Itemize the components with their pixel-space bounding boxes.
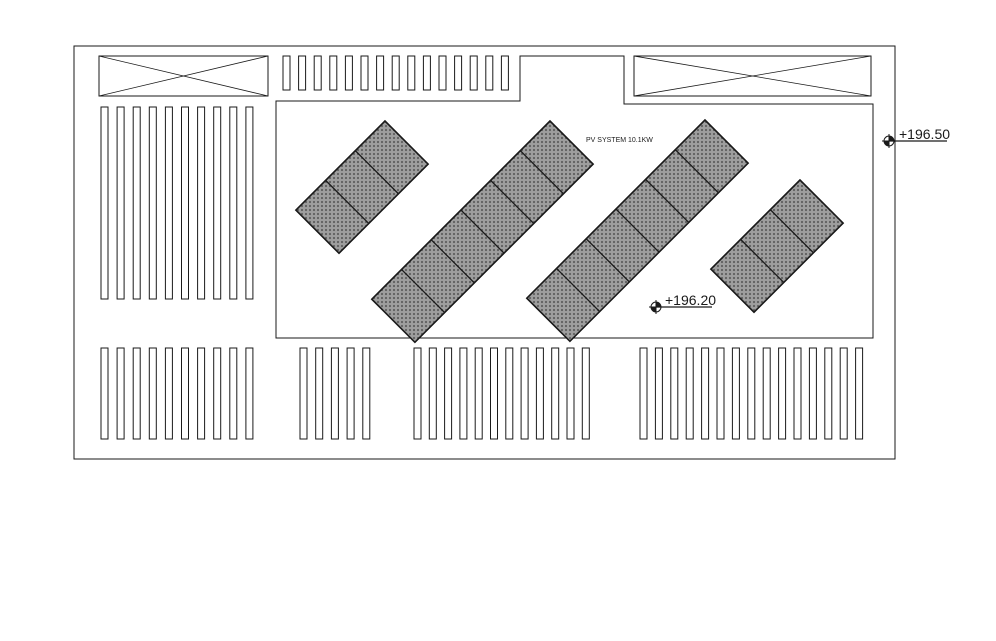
louver-slat: [148, 106, 157, 300]
louver-slat: [444, 347, 453, 440]
louver-slat: [213, 347, 222, 440]
louver-slat: [500, 55, 509, 91]
louver-slat: [474, 347, 483, 440]
pv-array-frame: [370, 119, 595, 344]
louver-slat: [413, 347, 422, 440]
louver-slat: [344, 55, 353, 91]
louver-slat: [132, 106, 141, 300]
louver-slat: [100, 347, 109, 440]
louver-slat: [520, 347, 529, 440]
elevation-roof-suffix: 20: [700, 292, 716, 308]
pv-array: [525, 118, 750, 343]
louver-slat: [299, 347, 308, 440]
louver-slat: [685, 347, 694, 440]
elevation-outer-suffix: 50: [934, 126, 950, 142]
louver-slat: [566, 347, 575, 440]
louver-slat: [469, 55, 478, 91]
louver-group-bottom-4: [639, 347, 864, 440]
louver-slat: [181, 347, 189, 440]
pv-array: [294, 119, 430, 255]
louver-slat: [245, 347, 254, 440]
louver-slat: [407, 55, 416, 91]
louver-slat: [181, 106, 189, 300]
louver-slat: [376, 55, 385, 91]
pv-array: [709, 178, 845, 314]
louver-group-bottom-2: [299, 347, 371, 440]
elevation-marker-outer: +196.50: [882, 126, 950, 148]
louver-slat: [148, 347, 157, 440]
louver-slat: [716, 347, 725, 440]
louver-slat: [731, 347, 740, 440]
louver-slat: [535, 347, 544, 440]
louver-group-bottom-3: [413, 347, 590, 440]
louver-slat: [762, 347, 771, 440]
louver-group-bottom-1: [100, 347, 254, 440]
louver-slat: [329, 55, 338, 91]
louver-group-top: [282, 55, 509, 91]
louver-slat: [313, 55, 322, 91]
louver-slat: [315, 347, 324, 440]
louver-slat: [485, 55, 494, 91]
louver-slat: [197, 347, 206, 440]
louver-slat: [197, 106, 206, 300]
crossed-box-icon: [98, 55, 269, 97]
louver-slat: [346, 347, 355, 440]
crossed-box-icon: [633, 55, 872, 97]
elevation-outer-prefix: +196.: [899, 126, 934, 142]
building-outline: [73, 45, 896, 460]
louver-slat: [330, 347, 339, 440]
elevation-roof-prefix: +196.: [665, 292, 700, 308]
louver-slat: [778, 347, 787, 440]
svg-text:+196.20: +196.20: [665, 292, 716, 308]
louver-slat: [793, 347, 802, 440]
svg-text:+196.50: +196.50: [899, 126, 950, 142]
louver-slat: [422, 55, 431, 91]
pv-array-frame: [294, 119, 430, 255]
louver-slat: [747, 347, 756, 440]
louver-slat: [701, 347, 710, 440]
louver-slat: [116, 106, 125, 300]
louver-slat: [855, 347, 864, 440]
louver-slat: [824, 347, 833, 440]
louver-slat: [428, 347, 437, 440]
louver-slat: [490, 347, 498, 440]
louver-slat: [551, 347, 560, 440]
louver-slat: [438, 55, 447, 91]
pv-system-label: PV SYSTEM 10.1KW: [586, 137, 653, 144]
louver-slat: [654, 347, 663, 440]
louver-slat: [459, 347, 468, 440]
louver-slat: [808, 347, 817, 440]
louver-slat: [505, 347, 514, 440]
pv-array-frame: [525, 118, 750, 343]
elevation-marker-roof: +196.20: [649, 292, 716, 314]
pv-arrays: [294, 118, 845, 344]
louver-slat: [360, 55, 369, 91]
louver-slat: [164, 347, 173, 440]
roof-area-outline: [275, 55, 874, 339]
pv-array-frame: [709, 178, 845, 314]
louver-slat: [116, 347, 125, 440]
louver-slat: [670, 347, 679, 440]
louver-slat: [639, 347, 648, 440]
louver-slat: [581, 347, 590, 440]
pv-array: [370, 119, 595, 344]
louver-slat: [839, 347, 848, 440]
louver-slat: [362, 347, 371, 440]
louver-slat: [245, 106, 254, 300]
louver-slat: [132, 347, 141, 440]
louver-slat: [282, 55, 291, 91]
louver-slat: [391, 55, 400, 91]
louver-slat: [213, 106, 222, 300]
louver-slat: [454, 55, 463, 91]
louver-slat: [164, 106, 173, 300]
louver-groups: [100, 55, 864, 440]
louver-slat: [229, 106, 238, 300]
louver-slat: [298, 55, 307, 91]
louver-slat: [229, 347, 238, 440]
louver-group-left: [100, 106, 254, 300]
louver-slat: [100, 106, 109, 300]
